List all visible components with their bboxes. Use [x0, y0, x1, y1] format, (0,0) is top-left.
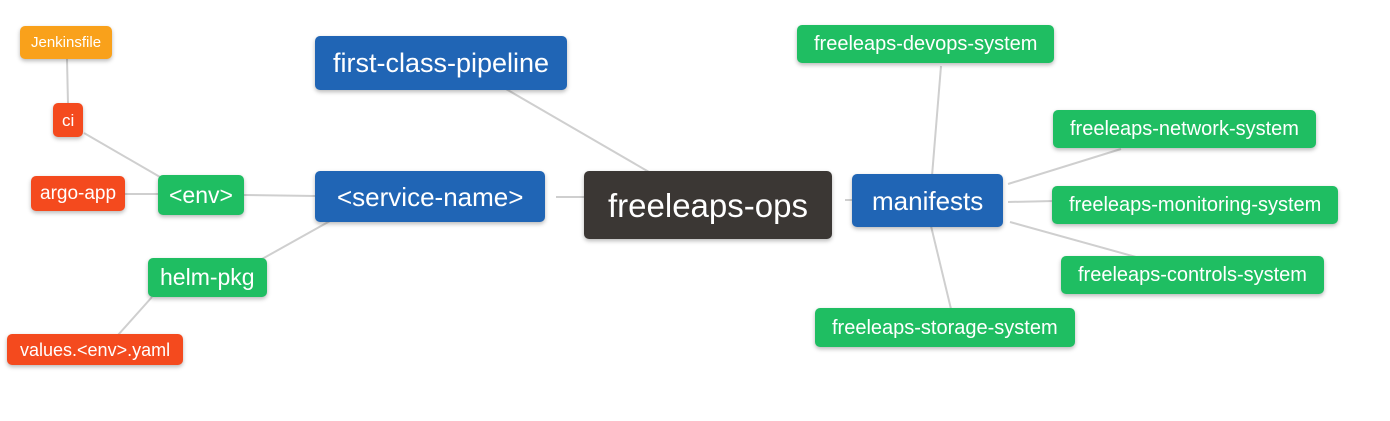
node-freeleaps-ops-root[interactable]: freeleaps-ops [584, 171, 832, 239]
node-argo-app[interactable]: argo-app [31, 176, 126, 211]
node-freeleaps-network-system[interactable]: freeleaps-network-system [1053, 110, 1316, 148]
edge-manifests-monitoring [1007, 200, 1055, 203]
node-manifests[interactable]: manifests [852, 174, 1004, 227]
node-helm-pkg[interactable]: helm-pkg [148, 258, 267, 297]
edge-manifests-controls [1009, 221, 1137, 258]
node-ci[interactable]: ci [53, 103, 84, 137]
node-first-class-pipeline[interactable]: first-class-pipeline [315, 36, 568, 90]
node-freeleaps-devops-system[interactable]: freeleaps-devops-system [797, 25, 1055, 63]
edge-values-helm-pkg [117, 296, 153, 336]
edge-ci-env [83, 132, 161, 178]
node-freeleaps-controls-system[interactable]: freeleaps-controls-system [1061, 256, 1324, 294]
edge-pipeline-root [505, 88, 650, 173]
node-service-name[interactable]: <service-name> [315, 171, 546, 222]
edge-manifests-storage [930, 225, 952, 310]
node-freeleaps-storage-system[interactable]: freeleaps-storage-system [815, 308, 1075, 347]
edge-env-service-name [242, 194, 317, 197]
node-freeleaps-monitoring-system[interactable]: freeleaps-monitoring-system [1052, 186, 1339, 224]
node-jenkinsfile[interactable]: Jenkinsfile [20, 26, 113, 59]
edge-helm-pkg-service-name [261, 220, 331, 260]
edge-manifests-network [1007, 148, 1122, 185]
node-env[interactable]: <env> [158, 175, 244, 215]
edge-manifests-devops [931, 65, 942, 177]
edge-jenkinsfile-ci [66, 58, 69, 105]
node-values-env-yaml[interactable]: values.<env>.yaml [7, 334, 184, 365]
